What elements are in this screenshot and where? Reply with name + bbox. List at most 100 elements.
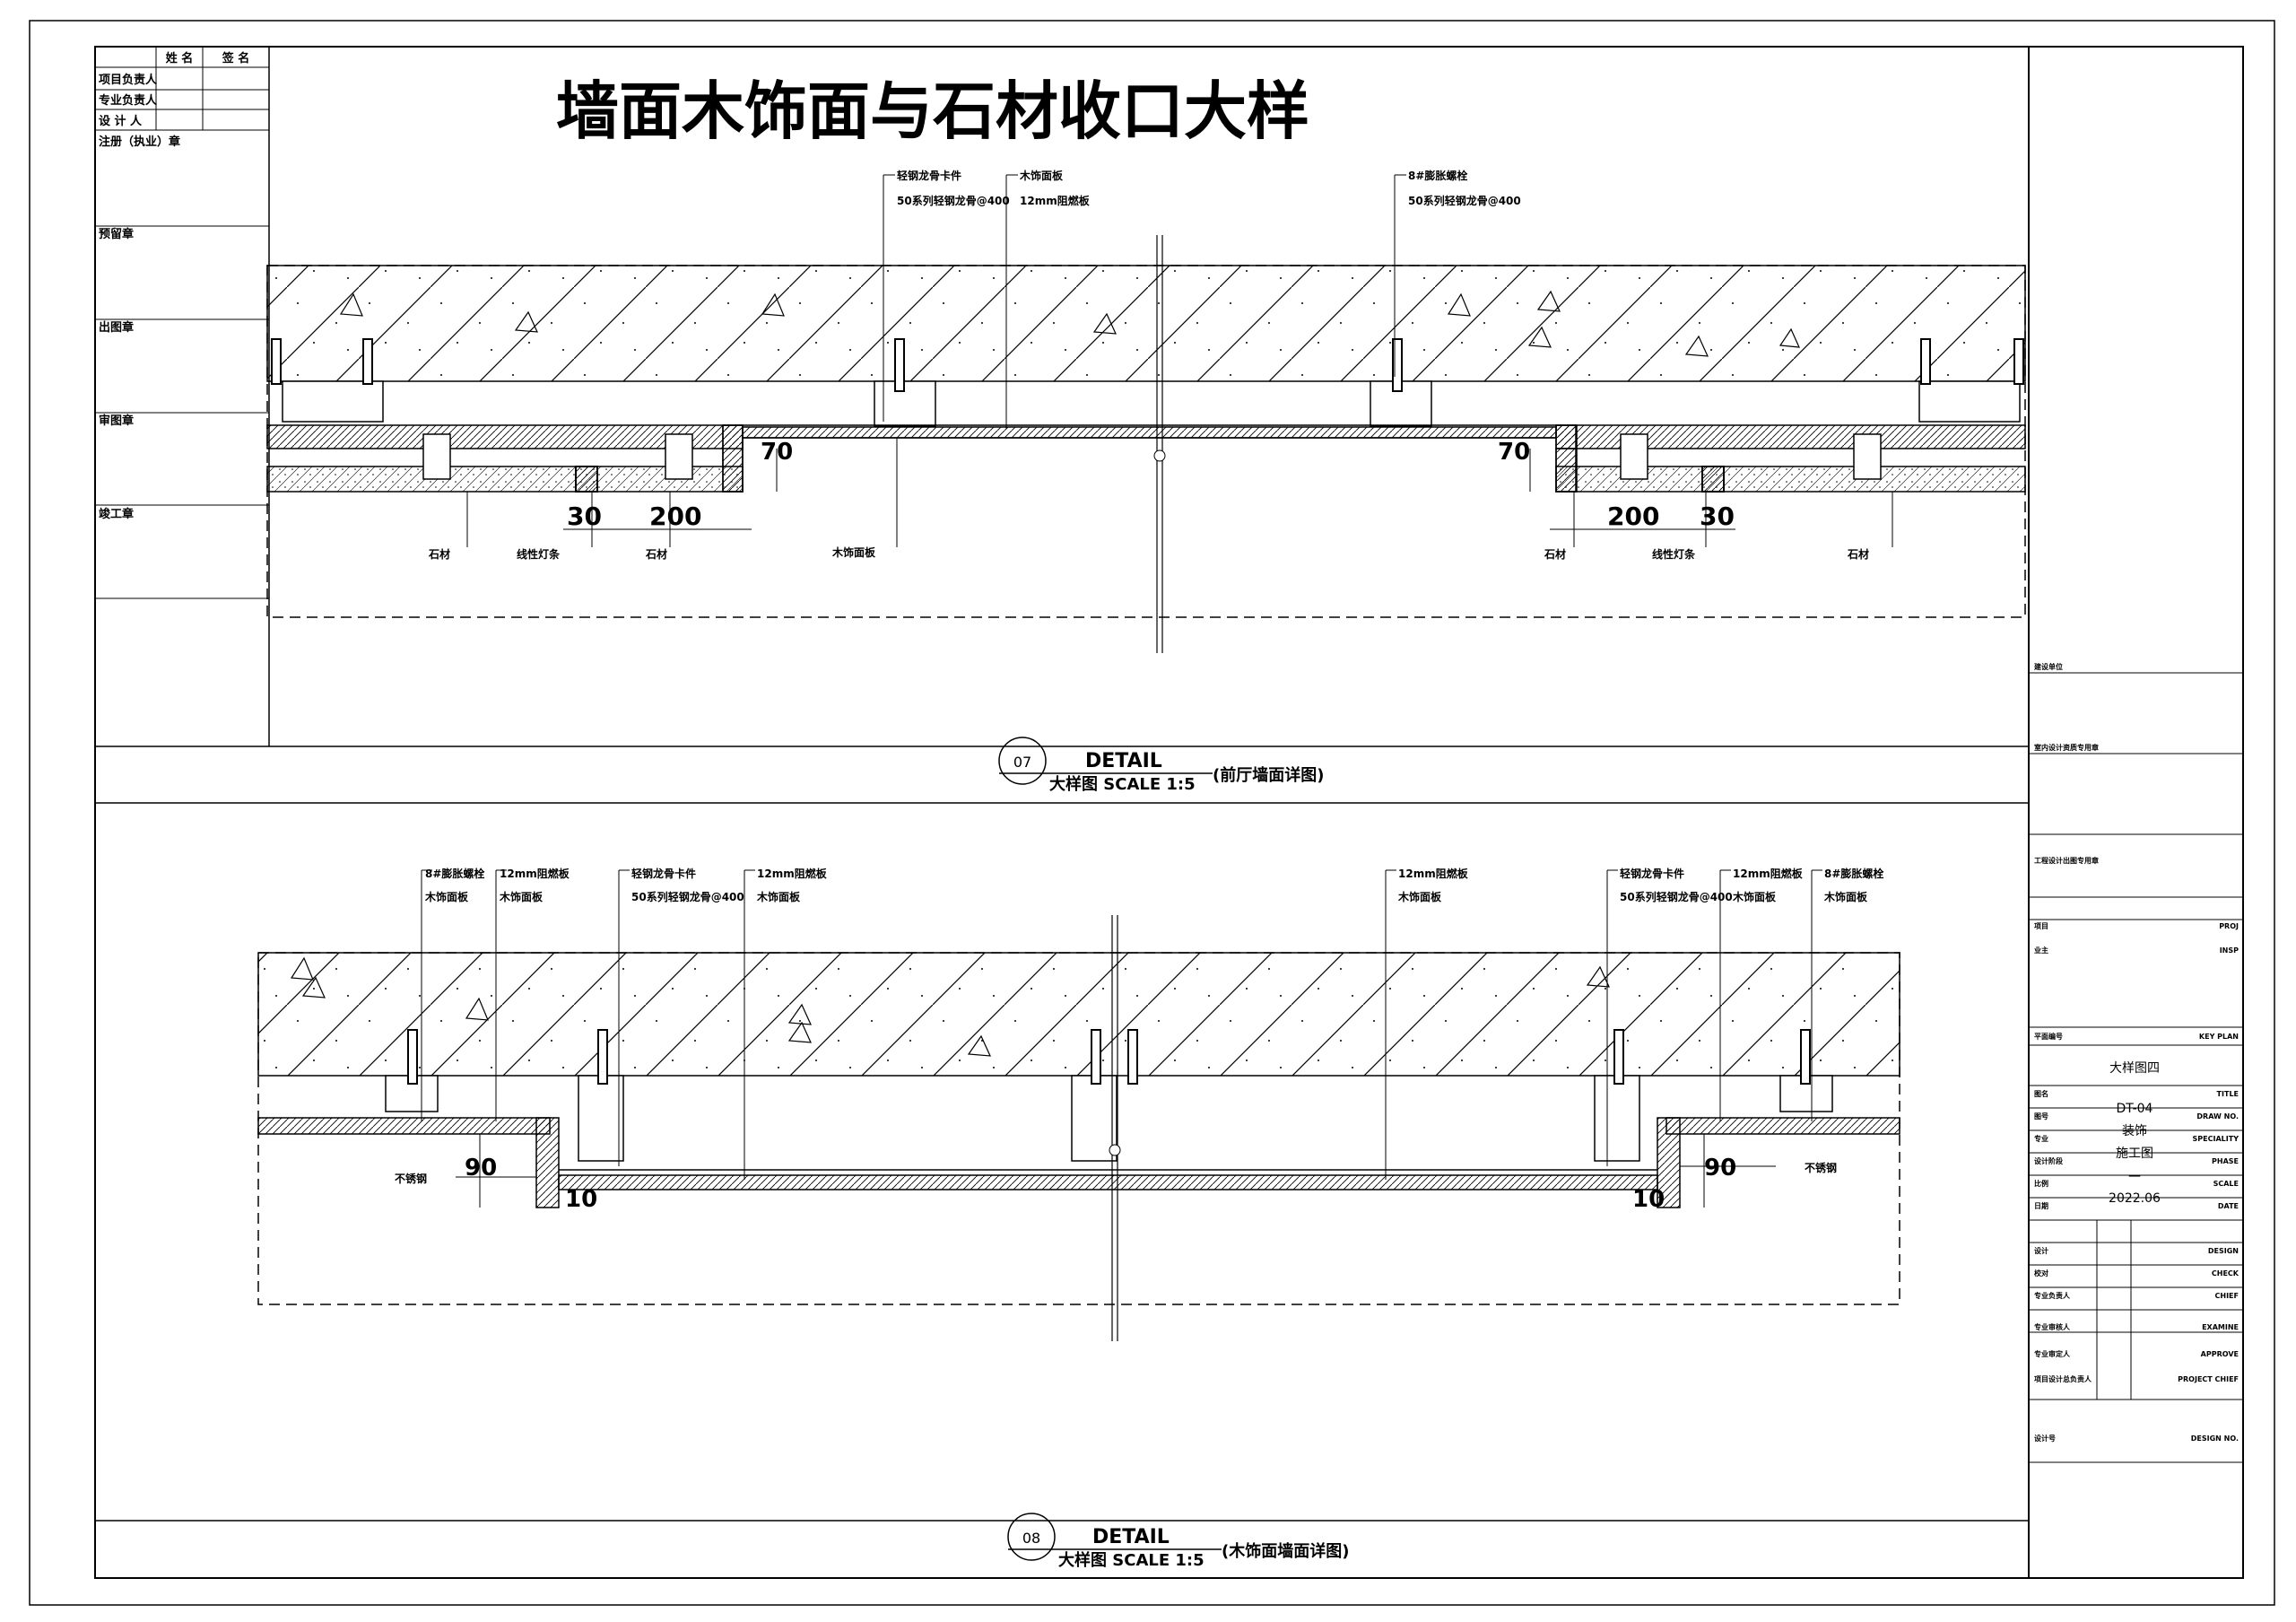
detail-07-title: DETAIL [1085, 750, 1162, 772]
callout-stone: 石材 [1544, 547, 1566, 561]
tb-interior-stamp: 室内设计资质专用章 [2034, 743, 2099, 752]
detail-07-note: (前厅墙面详图) [1213, 765, 1324, 785]
detail-08-caption: 大样图 SCALE 1:5 [1058, 1550, 1205, 1570]
wood-panel [1665, 1117, 1900, 1135]
callout-fire-board: 12mm阻燃板 [1733, 867, 1804, 880]
callout-wood-panel: 木饰面板 [1732, 890, 1777, 903]
tb-chief-en: CHIEF [2215, 1292, 2239, 1300]
callout-wood-panel: 木饰面板 [1397, 890, 1442, 903]
callout-steel-clip: 轻钢龙骨卡件 [897, 169, 961, 182]
tb-check: 校对 [2034, 1269, 2048, 1278]
inner-frame [94, 46, 2244, 1579]
tb-owner-en: INSP [2220, 946, 2239, 955]
tb-check-en: CHECK [2212, 1269, 2239, 1278]
detail-07-label: 07 DETAIL 大样图 SCALE 1:5 (前厅墙面详图) [998, 737, 1324, 794]
tb-date: 日期 [2034, 1201, 2048, 1210]
tb-project-chief: 项目设计总负责人 [2034, 1374, 2092, 1383]
light-strip [1701, 466, 1725, 493]
tb-value-title: 大样图四 [2109, 1061, 2160, 1076]
concrete-wall [257, 952, 1900, 1077]
tb-phase: 设计阶段 [2034, 1156, 2063, 1165]
detail-07-drawing: 30 200 200 30 70 70 轻钢龙骨卡件 50系列轻钢龙骨@400 … [266, 169, 2026, 653]
callout-stone: 石材 [645, 547, 667, 561]
stamp-issue: 出图章 [99, 320, 134, 335]
title-block-values: 大样图四 DT-04 装饰 施工图 — 2022.06 [2109, 1061, 2161, 1206]
tb-title: 图名 [2034, 1089, 2048, 1098]
callout-stainless: 不锈钢 [1805, 1161, 1837, 1174]
dim-70: 70 [761, 439, 793, 466]
stamp-completion: 竣工章 [99, 507, 134, 521]
tb-value-speciality: 装饰 [2122, 1124, 2147, 1138]
callout-steel-keel: 50系列轻钢龙骨@400 [631, 890, 744, 903]
signoff-row-designer: 设 计 人 [99, 114, 143, 128]
callout-wood-panel: 木饰面板 [424, 890, 469, 903]
steel-channel [385, 1075, 1833, 1162]
callout-steel-clip: 轻钢龙骨卡件 [631, 867, 696, 880]
signoff-row-specialty: 专业负责人 [99, 93, 158, 108]
callout-bolt: 8#膨胀螺栓 [1824, 867, 1883, 880]
tb-title-en: TITLE [2217, 1090, 2239, 1098]
signoff-table: 姓 名 签 名 项目负责人 专业负责人 设 计 人 注册（执业）章 预留章 出图… [95, 47, 269, 599]
stamp-review: 审图章 [99, 414, 134, 428]
signoff-header-name: 姓 名 [165, 51, 194, 65]
wood-panel [257, 1117, 551, 1135]
wood-panel [558, 1174, 1658, 1190]
tb-project-en: PROJ [2219, 922, 2239, 930]
stone-slab [266, 466, 744, 493]
callout-fire-board: 12mm阻燃板 [1020, 194, 1091, 207]
detail-07-caption: 大样图 SCALE 1:5 [1049, 774, 1196, 794]
callout-fire-board: 12mm阻燃板 [1398, 867, 1469, 880]
tb-value-drawno: DT-04 [2117, 1102, 2153, 1116]
detail-08-note: (木饰面墙面详图) [1222, 1541, 1349, 1561]
callout-bolt: 8#膨胀螺栓 [425, 867, 484, 880]
sheet-title: 墙面木饰面与石材收口大样 [556, 74, 1309, 148]
tb-drawno: 图号 [2034, 1112, 2048, 1121]
wood-panel [742, 426, 1557, 439]
title-block [2029, 672, 2243, 1463]
callout-steel-clip: 轻钢龙骨卡件 [1620, 867, 1684, 880]
tb-project: 项目 [2034, 922, 2048, 930]
concrete-wall [266, 265, 2026, 382]
tb-project-chief-en: PROJECT CHIEF [2178, 1375, 2239, 1383]
title-block-labels: 建设单位 室内设计资质专用章 工程设计出图专用章 项目 PROJ 业主 INSP… [2033, 662, 2239, 1443]
dim-10: 10 [1632, 1186, 1665, 1213]
tb-design-en: DESIGN [2208, 1247, 2239, 1255]
callout-wood-panel: 木饰面板 [1019, 169, 1064, 182]
callout-fire-board: 12mm阻燃板 [500, 867, 570, 880]
tb-examine: 专业审核人 [2034, 1322, 2071, 1331]
dim-70: 70 [1498, 439, 1530, 466]
stamp-reserved: 预留章 [99, 227, 134, 241]
dim-30: 30 [567, 501, 602, 531]
tb-approve: 专业审定人 [2034, 1349, 2071, 1358]
tb-value-phase: 施工图 [2116, 1147, 2153, 1161]
tb-chief: 专业负责人 [2034, 1291, 2071, 1300]
tb-keyplan-en: KEY PLAN [2199, 1033, 2239, 1041]
callout-light-strip: 线性灯条 [517, 547, 561, 561]
tb-approve-en: APPROVE [2201, 1350, 2239, 1358]
tb-owner: 业主 [2034, 946, 2048, 955]
dim-10: 10 [565, 1186, 597, 1213]
dim-200: 200 [1607, 501, 1659, 531]
tb-keyplan: 平面编号 [2034, 1032, 2063, 1041]
tb-phase-en: PHASE [2212, 1157, 2239, 1165]
callout-wood-panel: 木饰面板 [1823, 890, 1868, 903]
callout-steel-keel: 50系列轻钢龙骨@400 [1408, 194, 1521, 207]
signoff-header-sign: 签 名 [222, 51, 250, 65]
callout-wood-panel: 木饰面板 [499, 890, 544, 903]
tb-design: 设计 [2034, 1246, 2048, 1255]
detail-08-drawing: 90 10 90 10 8#膨胀螺栓 木饰面板 12mm阻燃板 木饰面板 轻钢龙… [257, 867, 1900, 1341]
callout-stainless: 不锈钢 [395, 1172, 427, 1185]
callout-light-strip: 线性灯条 [1652, 547, 1696, 561]
callout-steel-keel: 50系列轻钢龙骨@400 [1620, 890, 1733, 903]
dim-200: 200 [649, 501, 701, 531]
tb-speciality-en: SPECIALITY [2193, 1135, 2239, 1143]
tb-design-no: 设计号 [2034, 1434, 2056, 1443]
dim-90: 90 [1704, 1155, 1736, 1182]
light-strip [575, 466, 598, 493]
callout-wood-panel-bottom: 木饰面板 [831, 545, 876, 559]
tb-client: 建设单位 [2033, 662, 2063, 671]
tb-examine-en: EXAMINE [2202, 1323, 2239, 1331]
tb-speciality: 专业 [2034, 1134, 2048, 1143]
outer-frame [29, 20, 2275, 1606]
